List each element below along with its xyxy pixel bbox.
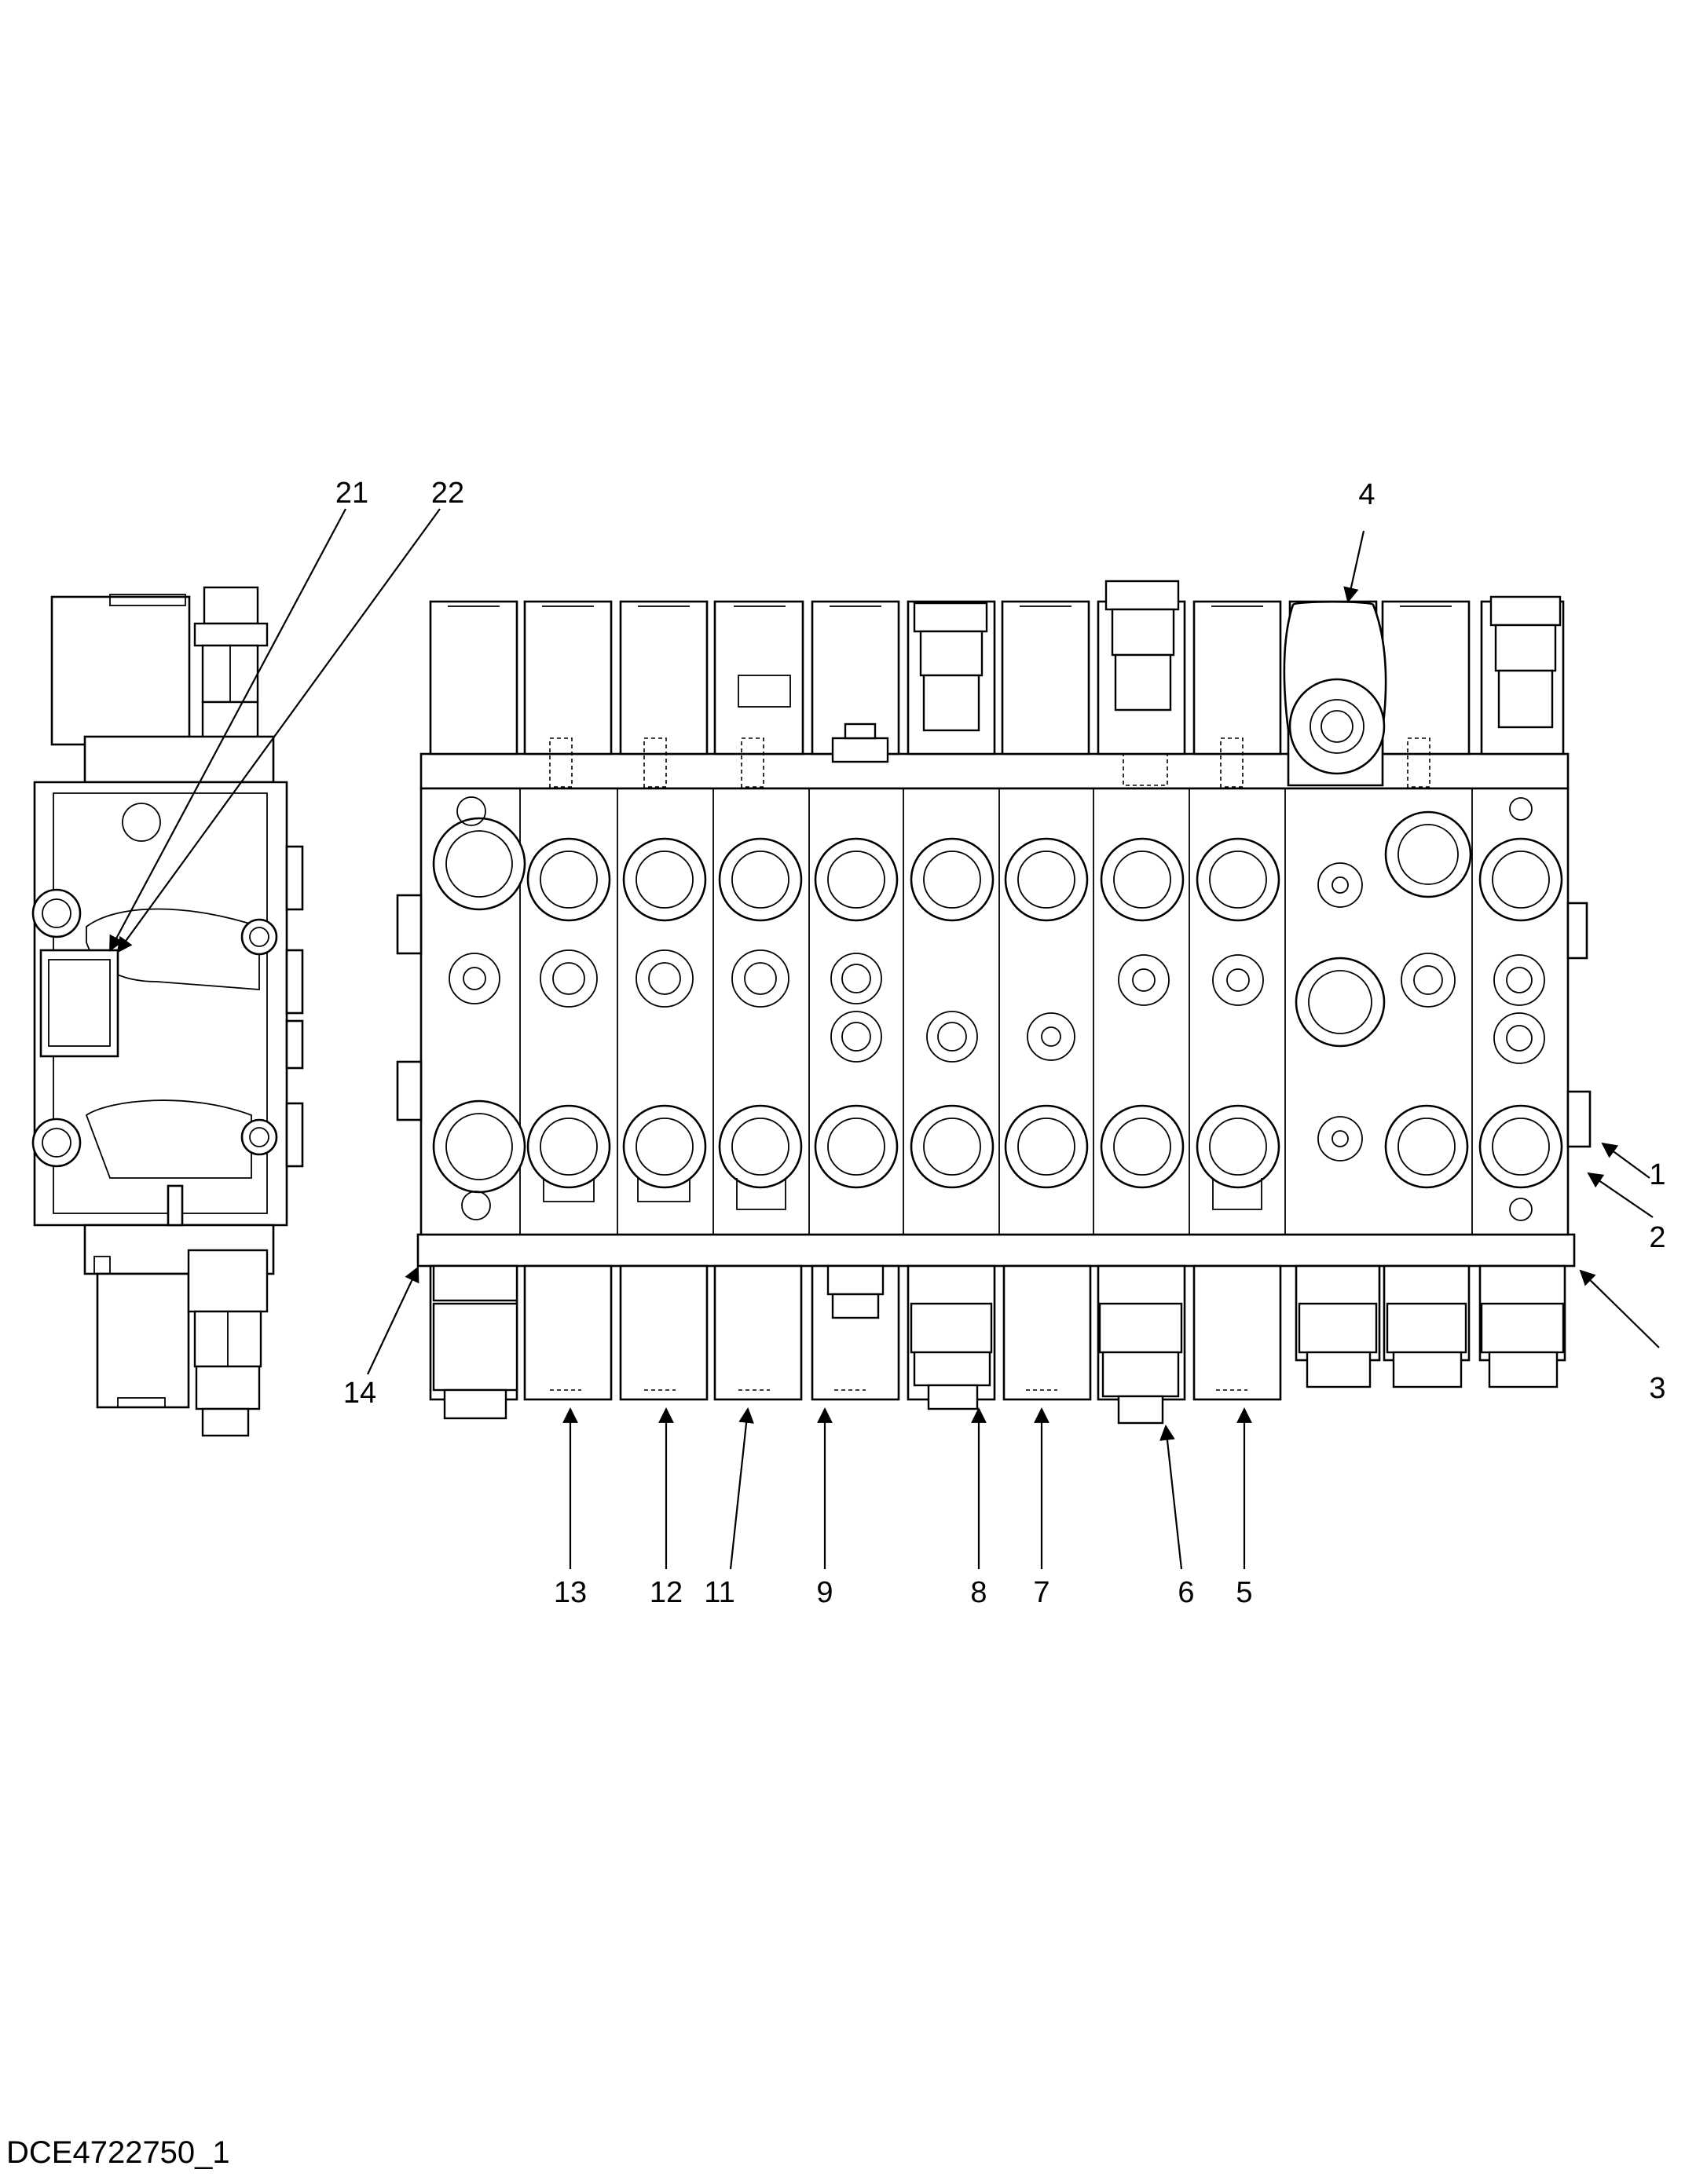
callout-2: 2 (1649, 1221, 1665, 1254)
side-view-upper-solenoid (50, 595, 191, 746)
callout-labels: 21 22 4 1 2 3 14 13 12 11 9 8 7 6 5 (335, 477, 1666, 1609)
front-view (396, 580, 1592, 1425)
lower-connectors (432, 1264, 1565, 1425)
front-view-bottom-cover (416, 1233, 1576, 1268)
middle-bolts (449, 862, 1545, 1064)
side-view (31, 586, 304, 1437)
leader-lines (109, 508, 1660, 1570)
upper-ports (432, 796, 1563, 922)
callout-21: 21 (335, 477, 368, 510)
side-view-valve-body (33, 781, 288, 1227)
callout-6: 6 (1178, 1576, 1194, 1609)
callout-3: 3 (1649, 1372, 1665, 1405)
callout-13: 13 (554, 1576, 587, 1609)
side-view-nameplate (39, 949, 119, 1058)
callout-8: 8 (970, 1576, 987, 1609)
lower-ports (432, 1099, 1563, 1221)
callout-12: 12 (650, 1576, 683, 1609)
callout-9: 9 (816, 1576, 833, 1609)
eye-bracket (1283, 600, 1387, 787)
callout-1: 1 (1649, 1158, 1665, 1191)
callout-4: 4 (1358, 478, 1375, 511)
upper-solenoid-row (429, 600, 1565, 755)
side-view-bolt (31, 888, 82, 938)
upper-connectors (738, 580, 1562, 763)
callout-22: 22 (431, 477, 464, 510)
front-view-top-cover (419, 752, 1570, 790)
side-view-lower-solenoid (96, 1272, 190, 1409)
callout-14: 14 (343, 1377, 376, 1410)
document-id: DCE4722750_1 (6, 2135, 230, 2170)
callout-11: 11 (704, 1576, 734, 1609)
callout-7: 7 (1033, 1576, 1049, 1609)
side-view-top-nut (203, 586, 259, 625)
callout-5: 5 (1236, 1576, 1252, 1609)
